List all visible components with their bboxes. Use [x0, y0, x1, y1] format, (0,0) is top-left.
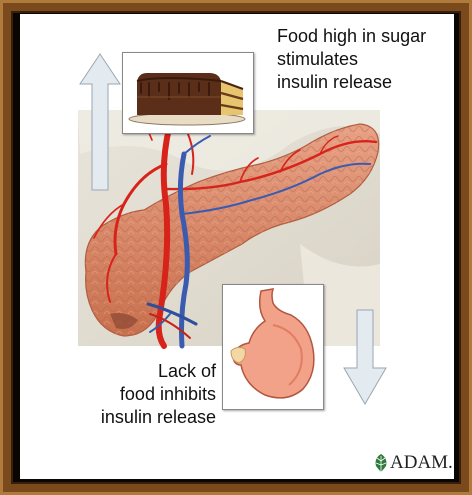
cake-inset — [122, 52, 254, 134]
cake-icon — [123, 53, 253, 133]
illustration-panel: Food high in sugar stimulates insulin re… — [20, 14, 454, 479]
stomach-icon — [223, 285, 323, 409]
caption-sugar-stimulates: Food high in sugar stimulates insulin re… — [277, 25, 426, 94]
adam-logo: ADAM. — [372, 450, 452, 476]
leaf-icon — [372, 452, 390, 474]
caption-lack-inhibits: Lack of food inhibits insulin release — [68, 360, 216, 429]
stomach-inset — [222, 284, 324, 410]
adam-logo-text: ADAM. — [390, 452, 453, 474]
